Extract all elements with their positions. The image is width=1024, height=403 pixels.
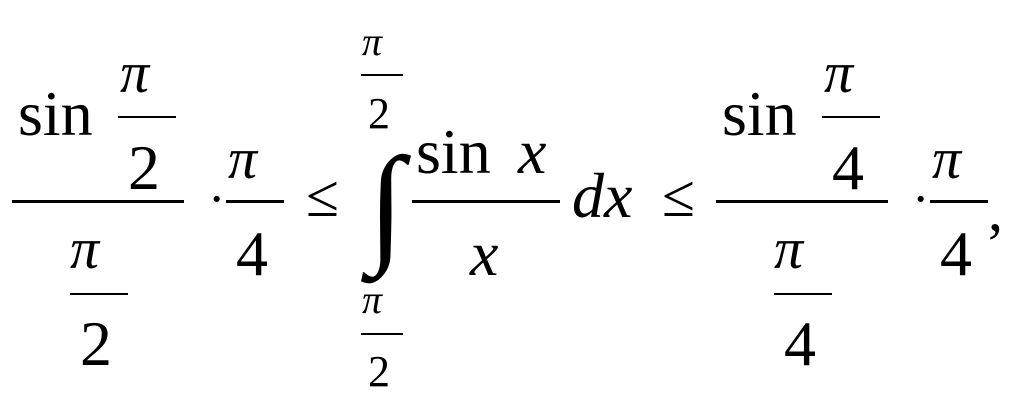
left-main-bar bbox=[12, 200, 184, 203]
right-inner-den: 4 bbox=[832, 132, 864, 203]
integrand-den-var: x bbox=[470, 218, 499, 289]
right-factor-num: π bbox=[932, 126, 962, 191]
right-main-bar bbox=[716, 200, 888, 203]
left-dot: · bbox=[208, 171, 226, 228]
right-denom-den: 4 bbox=[784, 308, 816, 379]
right-sin: sin bbox=[722, 78, 797, 149]
left-factor-bar bbox=[226, 200, 284, 203]
right-inner-num: π bbox=[824, 40, 854, 105]
right-factor-bar bbox=[930, 200, 988, 203]
integral-lower-num: π bbox=[362, 277, 383, 322]
right-denom-num: π bbox=[774, 216, 804, 281]
less-equal-sign-2: ≤ bbox=[662, 163, 695, 229]
integral-upper-num: π bbox=[362, 19, 383, 64]
left-inner-num: π bbox=[120, 40, 150, 105]
left-factor-num: π bbox=[228, 126, 258, 191]
integrand-num-var: x bbox=[518, 116, 547, 187]
right-factor-den: 4 bbox=[940, 218, 972, 289]
less-equal-sign-1: ≤ bbox=[306, 163, 339, 229]
left-inner-bar bbox=[118, 116, 176, 118]
left-factor-den: 4 bbox=[236, 218, 268, 289]
integral-lower-den: 2 bbox=[368, 347, 390, 396]
differential-dx: dx bbox=[572, 160, 633, 231]
left-denom-bar bbox=[70, 293, 128, 295]
right-inner-bar bbox=[822, 116, 880, 118]
left-denom-num: π bbox=[70, 216, 100, 281]
left-inner-den: 2 bbox=[128, 132, 160, 203]
integral-upper-den: 2 bbox=[368, 89, 390, 138]
integral-lower-bar bbox=[361, 333, 403, 335]
left-denom-den: 2 bbox=[80, 308, 112, 379]
right-dot: · bbox=[912, 171, 930, 228]
left-sin: sin bbox=[18, 78, 93, 149]
trailing-comma: , bbox=[988, 177, 1003, 243]
integral-sign: ∫ bbox=[368, 130, 405, 277]
integrand-sin: sin bbox=[416, 116, 491, 187]
integrand-bar bbox=[412, 200, 560, 203]
right-denom-bar bbox=[774, 293, 832, 295]
integral-upper-bar bbox=[361, 74, 403, 76]
